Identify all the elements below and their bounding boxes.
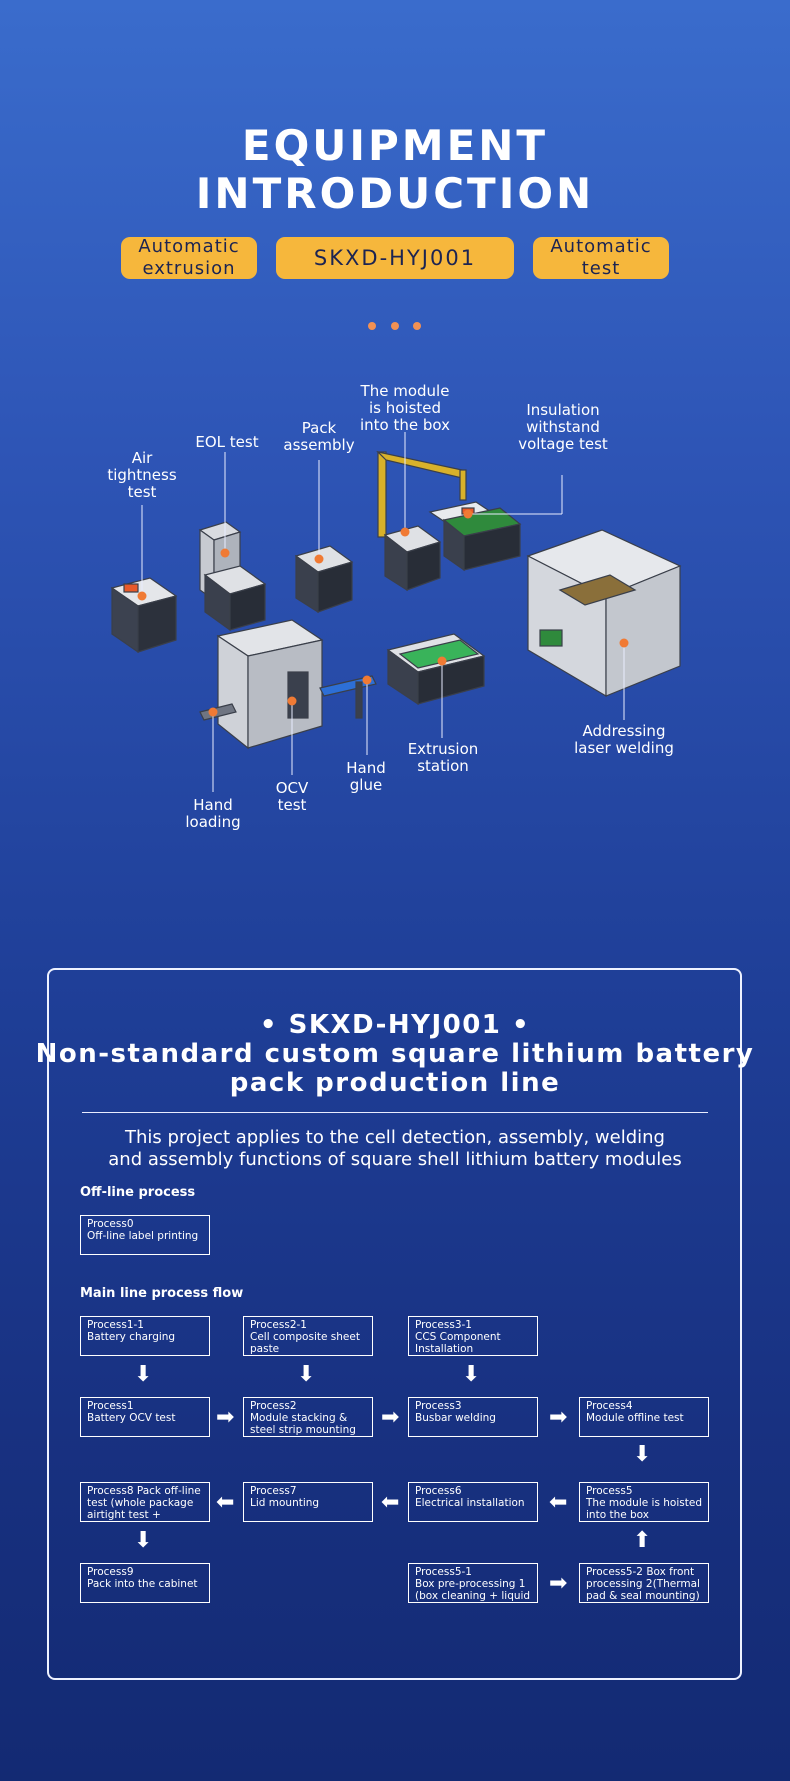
process-text: test (whole package airtight test + elec… (87, 1497, 194, 1521)
label-air-tightness-test: Air tightness test (107, 449, 177, 501)
pack-assembly-machine (294, 545, 354, 614)
process-number: Process6 (415, 1485, 462, 1497)
arrow-left-icon: ⬅ (216, 1490, 235, 1515)
process-text: The module is hoisted into the box (586, 1497, 702, 1521)
air-tightness-machine (110, 577, 178, 654)
arrow-right-icon: ➡ (549, 1571, 568, 1596)
page-title-line2: INTRODUCTION (195, 169, 595, 218)
panel-description-line2: and assembly functions of square shell l… (108, 1149, 682, 1170)
arrow-right-icon: ➡ (549, 1405, 568, 1430)
label-ocv-test: OCV test (275, 779, 309, 814)
process-text: Cell composite sheet paste (250, 1331, 360, 1355)
process-text: CCS Component Installation (415, 1331, 501, 1355)
process-number: Process5 (586, 1485, 633, 1497)
offline-process-label: Off-line process (80, 1185, 196, 1200)
process-text: Electrical installation (415, 1497, 525, 1509)
process-text: Off-line label printing (87, 1230, 199, 1242)
process-number: Process0 (87, 1218, 134, 1230)
mainline-process-label: Main line process flow (80, 1286, 244, 1301)
arrow-down-icon: ⬇ (134, 1528, 153, 1553)
process-number: Process7 (250, 1485, 297, 1497)
pill-automatic-test: Automatic test (533, 236, 669, 279)
process-text: processing 2(Thermal pad & seal mounting… (586, 1578, 700, 1602)
label-hand-glue: Hand glue (346, 759, 386, 794)
loading-conveyor (199, 675, 377, 721)
process-text: Lid mounting (250, 1497, 320, 1509)
eol-test-machine (198, 521, 267, 632)
page-title-line1: EQUIPMENT (241, 121, 549, 170)
process-text: Module stacking & steel strip mounting (250, 1412, 356, 1436)
arrow-left-icon: ⬅ (381, 1490, 400, 1515)
panel-description-line1: This project applies to the cell detecti… (125, 1127, 665, 1148)
panel-title-line2: Non-standard custom square lithium batte… (35, 1039, 755, 1069)
pill-automatic-extrusion: Automatic extrusion (121, 236, 257, 279)
production-line-illustration (110, 432, 682, 792)
label-hand-loading: Hand loading (185, 796, 241, 831)
arrow-down-icon: ⬇ (297, 1362, 316, 1387)
ocv-test-cabinet (216, 619, 324, 750)
process-text: Battery charging (87, 1331, 176, 1343)
process-text: Module offline test (586, 1412, 684, 1424)
process-number: Process2-1 (250, 1319, 307, 1331)
panel-title-line3: pack production line (229, 1068, 561, 1098)
process-text: Pack into the cabinet (87, 1578, 198, 1590)
carousel-dot[interactable] (391, 322, 399, 330)
label-module-hoisted: The module is hoisted into the box (360, 382, 450, 434)
arrow-left-icon: ⬅ (549, 1490, 568, 1515)
process-number: Process5-1 (415, 1566, 472, 1578)
hoist-crane (376, 450, 467, 592)
insulation-test-machine (428, 501, 522, 572)
carousel-dot[interactable] (368, 322, 376, 330)
process-number: Process3-1 (415, 1319, 472, 1331)
process-number: Process1 (87, 1400, 134, 1412)
panel-divider (82, 1112, 708, 1113)
process-number: Process5-2 Box front (586, 1566, 695, 1578)
carousel-dot[interactable] (413, 322, 421, 330)
process-number: Process9 (87, 1566, 134, 1578)
arrow-up-icon: ⬆ (633, 1528, 652, 1553)
panel-title-model: • SKXD-HYJ001 • (259, 1010, 531, 1040)
process-number: Process1-1 (87, 1319, 144, 1331)
label-insulation-test: Insulation withstand voltage test (518, 401, 608, 453)
process-text: Box pre-processing 1 (box cleaning + liq… (415, 1578, 531, 1602)
label-pack-assembly: Pack assembly (283, 419, 355, 454)
process-number: Process2 (250, 1400, 297, 1412)
arrow-right-icon: ➡ (381, 1405, 400, 1430)
label-eol-test: EOL test (195, 433, 259, 451)
pill-model: SKXD-HYJ001 (276, 237, 514, 279)
process-number: Process8 Pack off-line (87, 1485, 201, 1497)
process-number: Process3 (415, 1400, 462, 1412)
process-text: Busbar welding (415, 1412, 496, 1424)
process-number: Process4 (586, 1400, 633, 1412)
laser-welding-cabinet (526, 529, 682, 698)
process-panel (47, 968, 742, 1680)
process-text: Battery OCV test (87, 1412, 176, 1424)
extrusion-station (386, 633, 486, 706)
arrow-down-icon: ⬇ (462, 1362, 481, 1387)
arrow-right-icon: ➡ (216, 1405, 235, 1430)
arrow-down-icon: ⬇ (134, 1362, 153, 1387)
arrow-down-icon: ⬇ (633, 1442, 652, 1467)
label-laser-welding: Addressing laser welding (574, 722, 674, 757)
label-extrusion-station: Extrusion station (407, 740, 479, 775)
